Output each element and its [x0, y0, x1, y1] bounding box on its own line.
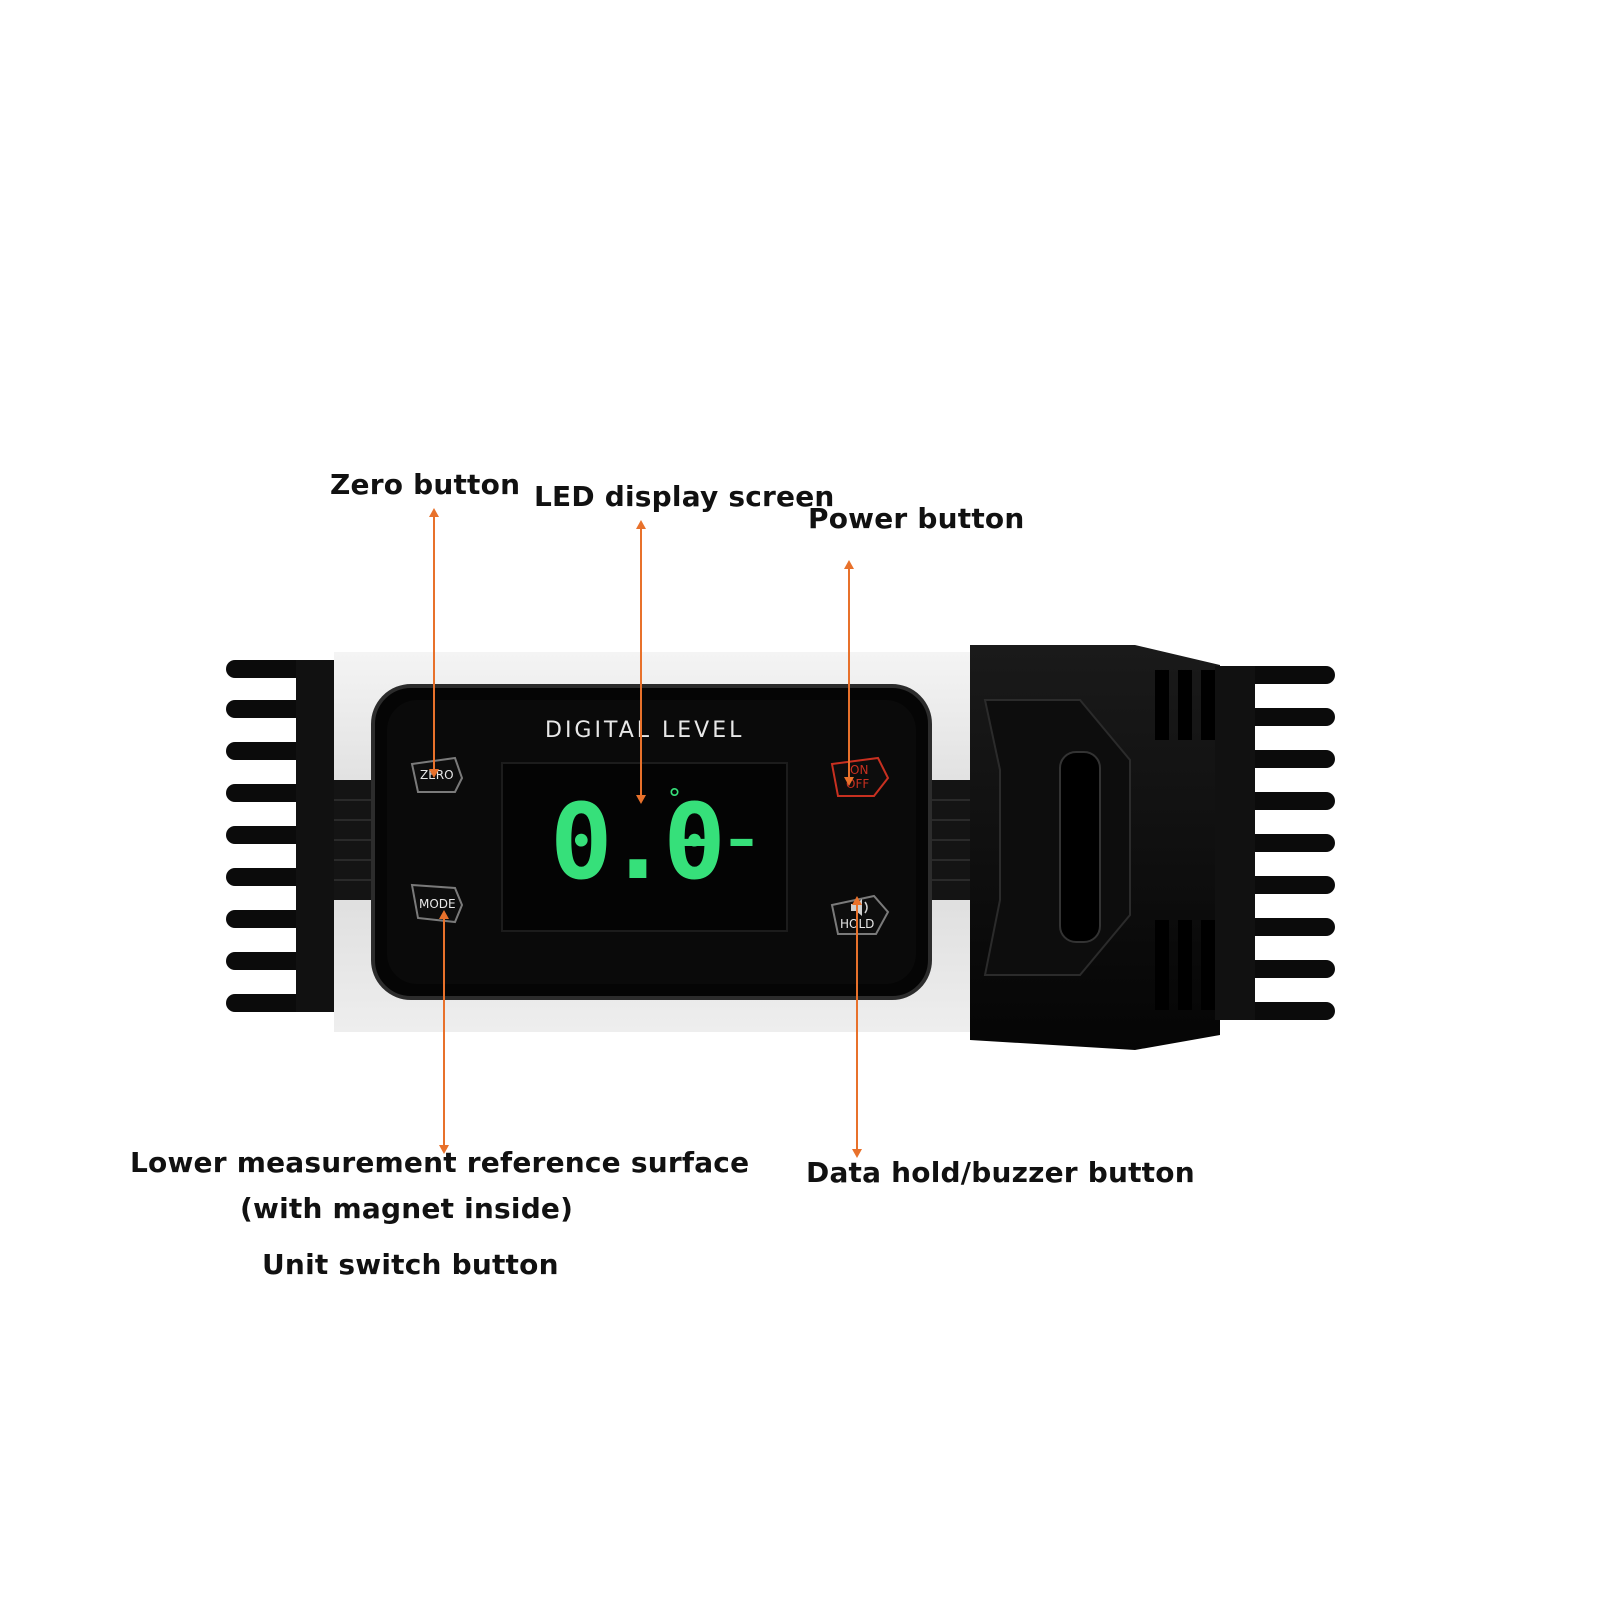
lower-surface-callout-line2: (with magnet inside) — [240, 1192, 574, 1225]
power-callout: Power button — [808, 502, 1025, 535]
zero-callout: Zero button — [330, 468, 521, 501]
mode-button-label: MODE — [419, 897, 456, 911]
led-callout: LED display screen — [534, 480, 835, 513]
lower-surface-callout-line1: Lower measurement reference surface — [130, 1146, 750, 1179]
right-end-cap — [970, 645, 1220, 1050]
power-on-label: ON — [850, 763, 869, 777]
right-fins — [1215, 666, 1335, 1020]
brand-text: DIGITAL LEVEL — [545, 718, 745, 743]
unit-switch-callout: Unit switch button — [262, 1248, 559, 1281]
hold-callout: Data hold/buzzer button — [806, 1156, 1195, 1189]
lcd-dashes: – – — [680, 807, 756, 872]
mode-button[interactable] — [410, 883, 464, 924]
left-fins — [226, 660, 336, 1012]
mode-arrow — [439, 910, 449, 1154]
zero-arrow — [429, 508, 439, 778]
lcd-value: 0.0 — [550, 781, 726, 903]
led-display-screen — [501, 762, 788, 932]
lcd-degree: ° — [668, 784, 681, 814]
power-arrow — [844, 560, 854, 786]
lcd-reading: 0.0 ° – – — [550, 781, 785, 910]
led-arrow — [636, 520, 646, 804]
hold-button[interactable] — [830, 894, 890, 935]
power-button[interactable] — [830, 756, 890, 797]
hold-arrow — [852, 896, 862, 1158]
